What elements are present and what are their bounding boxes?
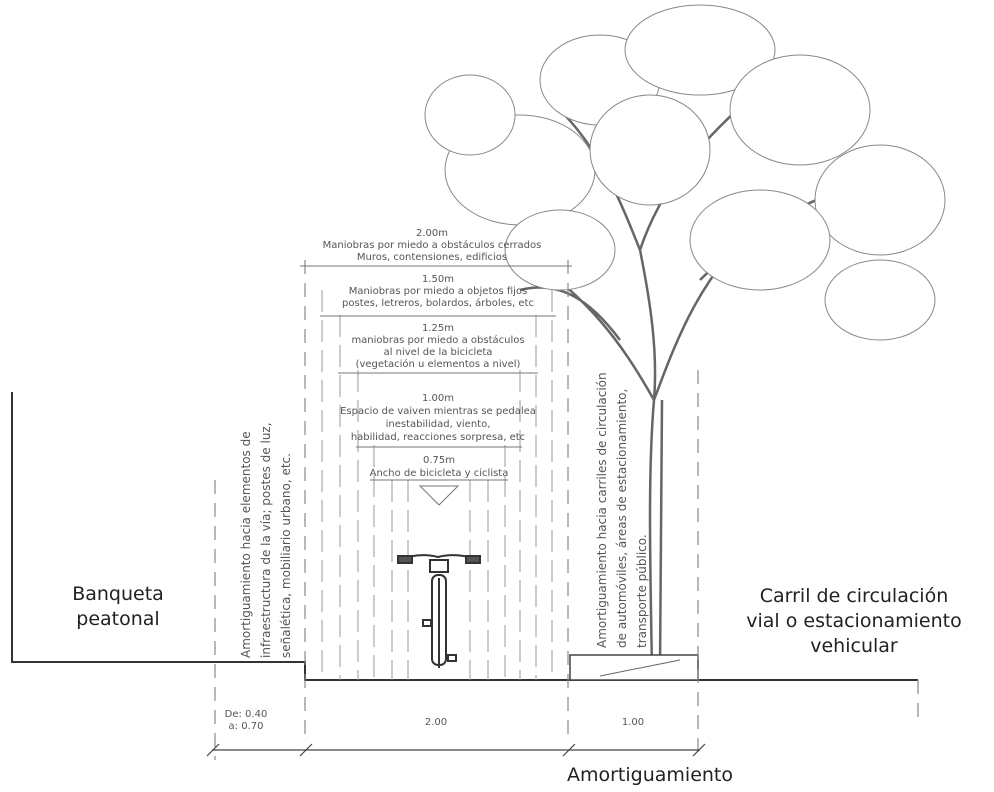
left-buffer-dim-1: De: 0.40 — [225, 709, 268, 720]
guide-lines — [214, 260, 919, 760]
planter-slope — [599, 659, 681, 677]
buffer-bottom-label: Amortiguamiento — [520, 763, 780, 788]
clearance-075-value: 0.75m — [423, 455, 455, 466]
clearance-100-line1: Espacio de vaiven mientras se pedalea — [340, 406, 536, 417]
clearance-125-line3: (vegetación u elementos a nivel) — [356, 358, 521, 370]
right-note-line1: Amortiguamiento hacia carriles de circul… — [595, 372, 609, 648]
left-note-line3: señalética, mobiliario urbano, etc. — [279, 453, 293, 658]
clearance-150-value: 1.50m — [422, 274, 454, 285]
clearance-125-line1: maniobras por miedo a obstáculos — [351, 334, 524, 346]
inner-clearance-lines — [321, 290, 553, 680]
right-note-line2: de automóviles, áreas de estacionamiento… — [615, 389, 629, 648]
right-buffer-note: Amortiguamiento hacia carriles de circul… — [595, 372, 649, 648]
clearance-100-value: 1.00m — [422, 393, 454, 404]
clearance-075-line1: Ancho de bicicleta y ciclista — [370, 468, 509, 479]
bottom-dimension-line — [206, 743, 706, 757]
clearance-dimension-lines — [300, 265, 572, 481]
clearance-125-value: 1.25m — [422, 323, 454, 334]
clearance-texts: 2.00m Maniobras por miedo a obstáculos c… — [323, 228, 542, 479]
buffer-bottom-text: Amortiguamiento — [566, 764, 733, 786]
clearance-2m-value: 2.00m — [416, 228, 448, 239]
clearance-2m-line2: Muros, contensiones, edificios — [357, 252, 507, 263]
dimension-values: De: 0.40 a: 0.70 2.00 1.00 — [225, 709, 644, 732]
left-note-line1: Amortiguamiento hacia elementos de — [239, 431, 253, 658]
clearance-150-line1: Maniobras por miedo a objetos fijos — [349, 286, 528, 297]
center-arrow — [418, 485, 460, 506]
clearance-100-line2: inestabilidad, viento, — [386, 419, 491, 430]
bicycle-front-view — [397, 554, 481, 668]
sidewalk-label: Banqueta peatonal — [48, 582, 188, 632]
vehicle-lane-label: Carril de circulación vial o estacionami… — [716, 584, 992, 659]
vehicle-lane-line2: vial o estacionamiento — [746, 610, 962, 632]
clearance-125-line2: al nivel de la bicicleta — [384, 347, 493, 358]
clearance-2m-line1: Maniobras por miedo a obstáculos cerrado… — [323, 239, 542, 251]
vehicle-lane-line3: vehicular — [810, 635, 898, 657]
tree-illustration — [424, 4, 946, 669]
sidewalk-label-line2: peatonal — [76, 608, 160, 630]
left-note-line2: infraestructura de la vía; postes de luz… — [259, 422, 273, 658]
right-note-line3: transporte público. — [635, 534, 649, 648]
left-buffer-dim-2: a: 0.70 — [229, 721, 264, 732]
vehicle-lane-line1: Carril de circulación — [759, 585, 949, 607]
left-buffer-note: Amortiguamiento hacia elementos de infra… — [239, 422, 293, 658]
lane-width-dim: 2.00 — [425, 717, 447, 728]
planter-box — [569, 654, 699, 681]
sidewalk-label-line1: Banqueta — [72, 583, 164, 605]
clearance-100-line3: habilidad, reacciones sorpresa, etc — [351, 432, 525, 443]
right-buffer-dim: 1.00 — [622, 717, 644, 728]
clearance-150-line2: postes, letreros, bolardos, árboles, etc — [342, 297, 534, 309]
